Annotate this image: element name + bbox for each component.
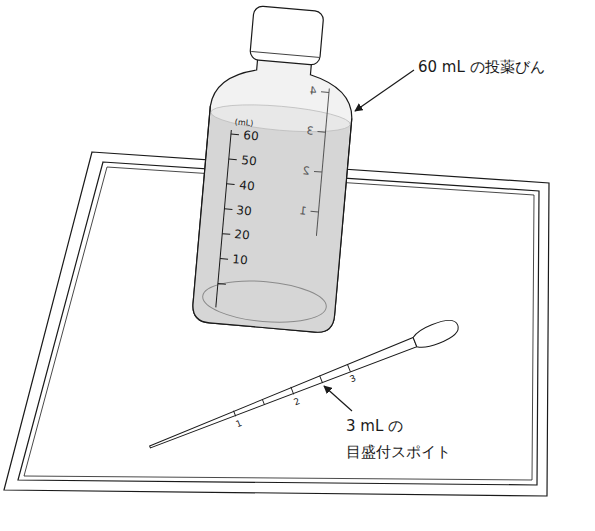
dropper-number: 2 (292, 396, 301, 408)
scale-tick (234, 411, 236, 417)
leader-arrow (355, 70, 414, 111)
back-scale-number: 3 (305, 124, 313, 138)
back-scale-number: 1 (299, 204, 307, 218)
scale-tick (224, 208, 232, 210)
scale-tick (227, 183, 235, 185)
scale-tick (347, 365, 350, 372)
scale-tick (220, 258, 228, 260)
scale-number: 20 (234, 228, 250, 244)
bottle-base (201, 276, 328, 327)
scale-number: 30 (236, 203, 252, 219)
dropper-number: 3 (349, 373, 358, 385)
bottle-cap (250, 6, 324, 66)
bottle-body (191, 54, 356, 333)
scale-tick (314, 171, 322, 173)
back-scale-number: 4 (309, 84, 317, 98)
scale-number: 50 (240, 153, 256, 169)
callout-label: 60 mL の投薬びん (418, 58, 545, 76)
bottle-outline (191, 106, 351, 334)
unit-label: (mL) (234, 118, 253, 129)
scale-tick (262, 399, 264, 405)
bottle-liquid (191, 112, 351, 334)
scale-tick (320, 376, 323, 383)
scale-tick (222, 233, 230, 235)
scale-tick (318, 131, 326, 133)
scale-tick (229, 158, 237, 160)
scale-number: 10 (232, 252, 248, 268)
dropper (146, 316, 461, 456)
dropper-bulb (411, 316, 461, 352)
scale-tick (231, 134, 239, 136)
dropper-number: 1 (234, 418, 243, 430)
back-scale (308, 88, 329, 236)
scale-line (216, 130, 232, 307)
back-scale-number: 2 (302, 164, 310, 178)
scale-tick (291, 387, 294, 394)
scale-number: 60 (243, 128, 259, 144)
scale-number: 40 (238, 178, 254, 194)
front-scale (216, 130, 239, 308)
scale-tick (218, 283, 226, 285)
dropper-ticks (233, 365, 350, 418)
cap-band (251, 51, 319, 57)
callout-label: 3 mL の 目盛付スポイト (346, 413, 478, 466)
leader-arrow (324, 386, 352, 411)
medicine-bottle (191, 3, 360, 334)
scale-tick (311, 211, 319, 213)
scale-tick (321, 91, 329, 93)
scale-line (316, 88, 329, 235)
